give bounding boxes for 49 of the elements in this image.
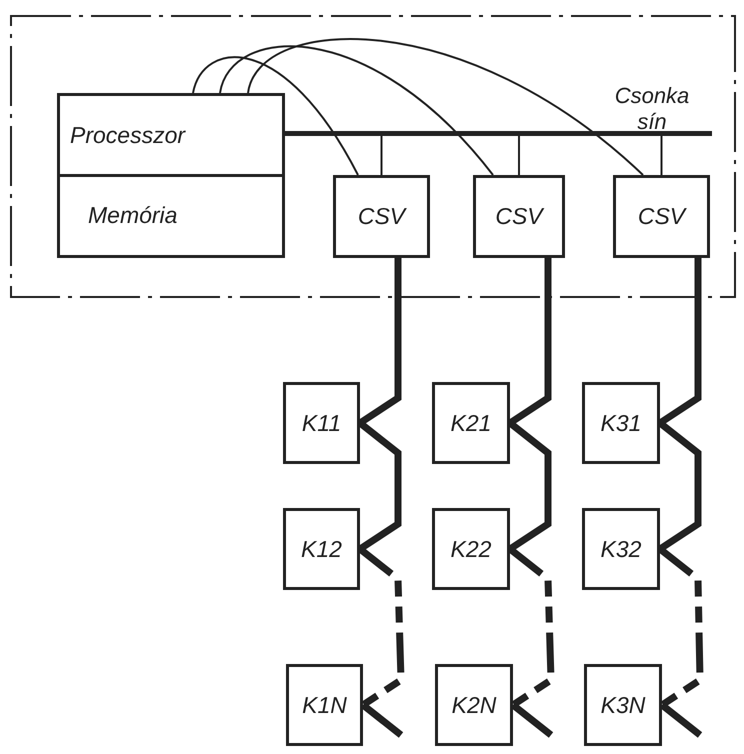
terminal-box [435,664,513,746]
connector-line [518,136,520,175]
node-label: Memória [88,204,178,227]
connector-line [219,45,494,176]
bus-label: Csonka sín [614,83,690,135]
terminal-box [283,508,360,590]
node-label: CSV [495,205,543,228]
controller-box [613,175,710,258]
module-boundary [10,15,736,298]
node-label: K32 [600,538,642,560]
node-label: CSV [638,205,686,228]
node-label: K22 [450,538,492,560]
bus-bar [285,131,712,136]
memory-box [57,176,285,258]
connector-line [358,546,405,708]
node-label: K3N [600,694,646,716]
terminal-box [432,382,510,464]
terminal-box [582,382,660,464]
controller-box [333,175,430,258]
connector-line [508,258,552,426]
node-label: Processzor [70,124,186,146]
node-label: K11 [302,412,342,434]
connector-line [358,420,402,552]
node-label: K2N [452,694,496,716]
node-label: K12 [301,538,342,560]
node-label: K31 [600,412,642,434]
processor-box [57,93,285,177]
connector-line [660,702,702,738]
connector-line [192,56,359,176]
connector-line [660,136,662,175]
terminal-box [283,382,360,464]
connector-line [508,420,552,552]
terminal-box [582,508,660,590]
connector-line [360,702,404,738]
node-label: CSV [358,205,406,228]
terminal-box [584,664,662,746]
connector-line [658,420,702,552]
connector-line [247,38,644,176]
connector-line [380,136,382,175]
connector-line [658,546,704,708]
connector-line [510,702,554,738]
controller-box [473,175,565,258]
terminal-box [286,664,363,746]
connector-line [358,258,402,426]
terminal-box [432,508,510,590]
connector-line [508,546,555,708]
connector-line [658,258,702,426]
node-label: K1N [302,694,347,716]
node-label: K21 [450,412,492,434]
